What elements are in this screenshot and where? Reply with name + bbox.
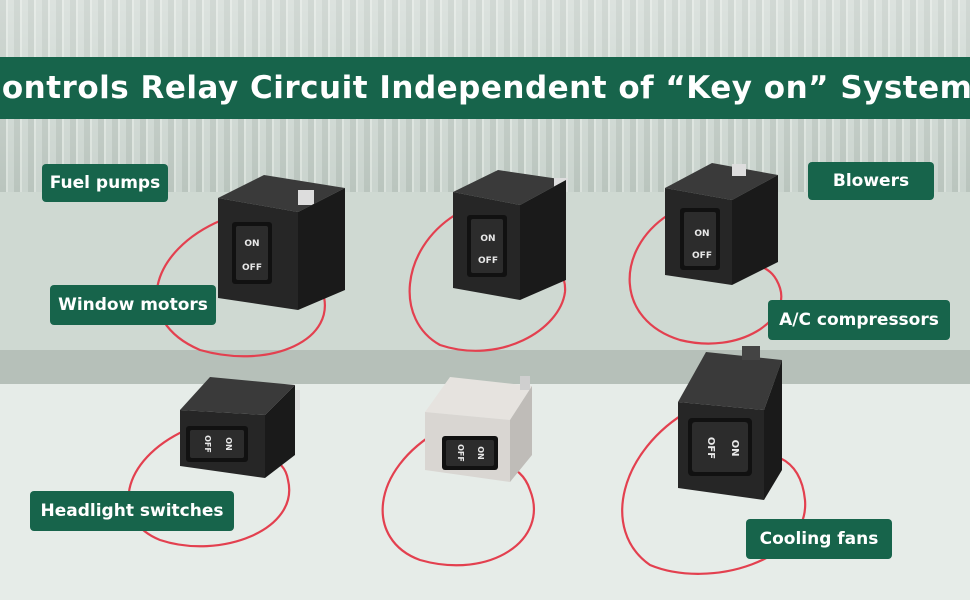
switch-off-label: OFF — [456, 444, 465, 462]
wire-top-right — [628, 213, 783, 345]
switch-on-label: ON — [244, 239, 259, 249]
switch-off-label: OFF — [203, 435, 212, 453]
switch-unit-bottom-middle: OFF ON — [425, 376, 532, 482]
shelf-edge — [0, 350, 970, 386]
switch-off-label: OFF — [692, 251, 712, 261]
switch-off-label: OFF — [705, 437, 716, 459]
label-window-motors: Window motors — [50, 285, 216, 325]
switch-unit-top-middle: ON OFF — [453, 170, 568, 300]
wire-bottom-right — [621, 408, 807, 575]
title-banner: Controls Relay Circuit Independent of “K… — [0, 57, 970, 119]
wire-bottom-middle — [381, 428, 535, 567]
switch-unit-bottom-left: OFF ON — [180, 377, 300, 478]
switch-on-label: ON — [694, 229, 709, 239]
label-blowers: Blowers — [808, 162, 934, 200]
switch-unit-bottom-right: OFF ON — [678, 346, 782, 500]
banner-title: Controls Relay Circuit Independent of “K… — [0, 70, 970, 106]
label-cooling-fans: Cooling fans — [746, 519, 892, 559]
switch-on-label: ON — [729, 440, 740, 457]
switch-unit-top-right: ON OFF — [665, 163, 778, 285]
switch-unit-top-left: ON OFF — [218, 175, 345, 310]
switch-off-label: OFF — [242, 263, 262, 273]
switch-on-label: ON — [476, 446, 485, 460]
switch-on-label: ON — [224, 437, 233, 451]
wire-bottom-left — [127, 428, 291, 548]
switch-on-label: ON — [480, 234, 495, 244]
wire-top-middle — [408, 213, 567, 352]
label-headlight-switches: Headlight switches — [30, 491, 234, 531]
label-ac-compressors: A/C compressors — [768, 300, 950, 340]
label-fuel-pumps: Fuel pumps — [42, 164, 168, 202]
switch-off-label: OFF — [478, 256, 498, 266]
